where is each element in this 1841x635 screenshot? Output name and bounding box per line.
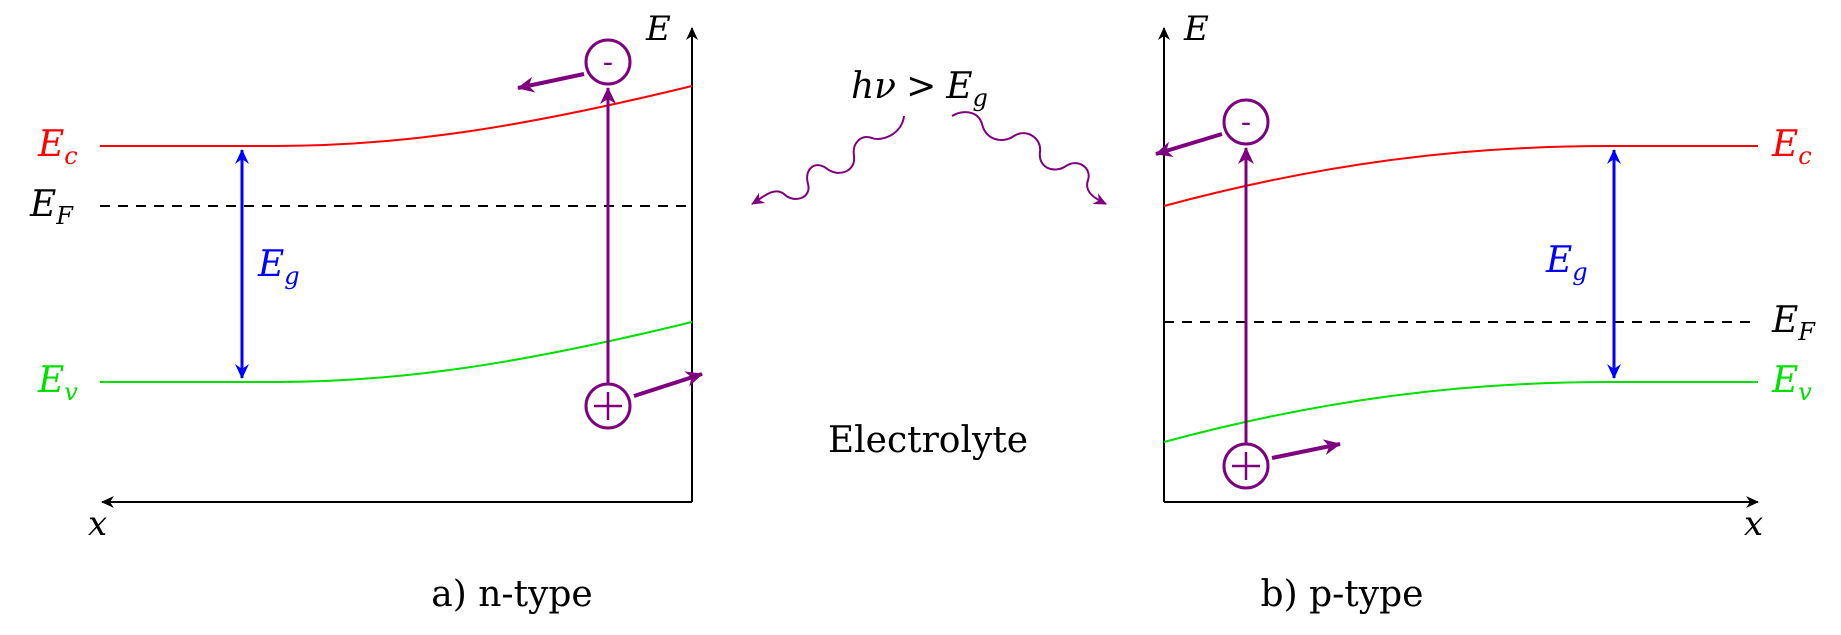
n-caption: a) n-type: [431, 574, 592, 615]
p-caption: b) p-type: [1261, 574, 1424, 615]
svg-text:-: -: [1241, 105, 1251, 140]
p-valence-band: [1163, 381, 1758, 443]
p-label-EF: EF: [1771, 300, 1816, 346]
n-label-Eg: Eg: [257, 244, 300, 290]
p-hole: [1222, 442, 1270, 490]
n-electron: -: [584, 38, 632, 86]
n-label-EF: EF: [29, 184, 74, 230]
n-electron-motion-arrow: [517, 72, 585, 93]
p-label-Eg: Eg: [1545, 240, 1588, 286]
n-conduction-band: [100, 85, 693, 147]
p-axis-label-x: x: [1744, 504, 1763, 544]
p-label-Ev: Ev: [1771, 360, 1812, 406]
p-electron: -: [1222, 98, 1270, 146]
n-valence-band: [100, 321, 693, 383]
p-electron-motion-arrow: [1155, 132, 1223, 158]
n-hole: [584, 382, 632, 430]
n-axis-label-E: E: [645, 9, 671, 49]
p-label-Ec: Ec: [1771, 124, 1812, 170]
photon-energy-label: hν>Eg: [851, 66, 988, 112]
n-axis-label-x: x: [88, 504, 107, 544]
p-hole-motion-arrow: [1271, 439, 1341, 460]
photon-wave-right: [951, 111, 1107, 205]
svg-text:-: -: [603, 45, 613, 80]
n-hole-motion-arrow: [633, 371, 703, 398]
photon-group: hν>Eg Electrolyte: [751, 66, 1107, 461]
p-conduction-band: [1163, 145, 1758, 207]
photon-wave-left: [751, 115, 905, 205]
electrolyte-label: Electrolyte: [828, 420, 1028, 461]
panel-n-type: E x Ec EF Ev Eg - a) n-type: [29, 9, 703, 615]
n-label-Ec: Ec: [37, 124, 78, 170]
n-label-Ev: Ev: [37, 360, 78, 406]
panel-p-type: E x Ec EF Ev Eg - b) p-type: [1155, 9, 1816, 615]
p-axis-label-E: E: [1183, 9, 1209, 49]
